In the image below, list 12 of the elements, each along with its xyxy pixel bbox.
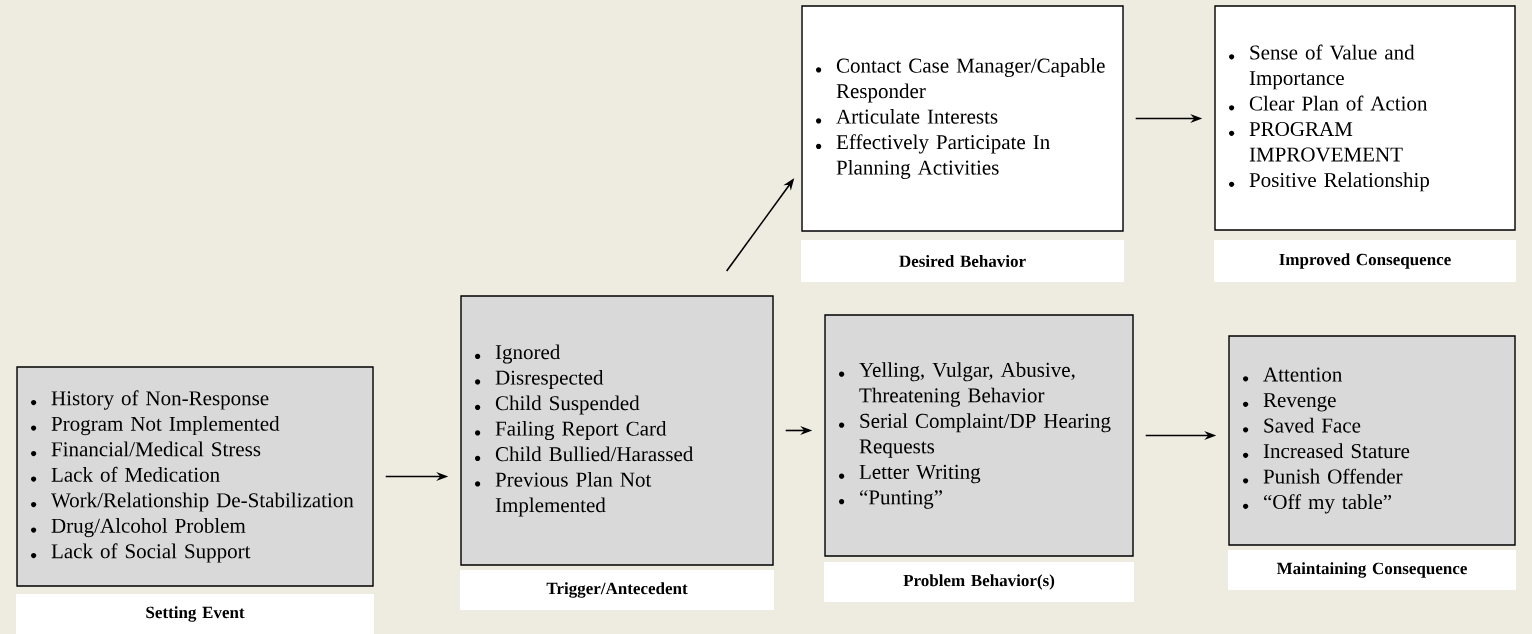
caption-box: Improved Consequence — [1214, 240, 1516, 282]
bullet-list-box: Sense of Value and Importance Clear Plan of Action PROGRAM IMPROVEMENT Positive Relationship — [1214, 5, 1516, 231]
bullet-list-box: Yelling, Vulgar, Abusive, Threatening Behavior Serial Complaint/DP Hearing Requests Letter Writing “Punting” — [824, 314, 1134, 557]
bullet-list-box: Attention Revenge Saved Face Increased Stature Punish Offender “Off my table” — [1228, 335, 1516, 546]
bullet-list-box: History of Non-Response Program Not Implemented Financial/Medical Stress Lack of Medication Work/Relationship De-Stabilization Drug/Alcohol Problem Lack of Social Support — [16, 366, 374, 587]
caption-box: Desired Behavior — [801, 240, 1124, 282]
caption-box: Problem Behavior(s) — [824, 562, 1134, 602]
caption-box: Trigger/Antecedent — [460, 570, 774, 610]
bullet-list-box: Contact Case Manager/Capable Responder Articulate Interests Effectively Participate In Planning Activities — [801, 5, 1124, 232]
caption-box: Maintaining Consequence — [1228, 550, 1516, 590]
bullet-list-box: Ignored Disrespected Child Suspended Failing Report Card Child Bullied/Harassed Previous Plan Not Implemented — [460, 295, 774, 566]
caption-box: Setting Event — [16, 594, 374, 634]
